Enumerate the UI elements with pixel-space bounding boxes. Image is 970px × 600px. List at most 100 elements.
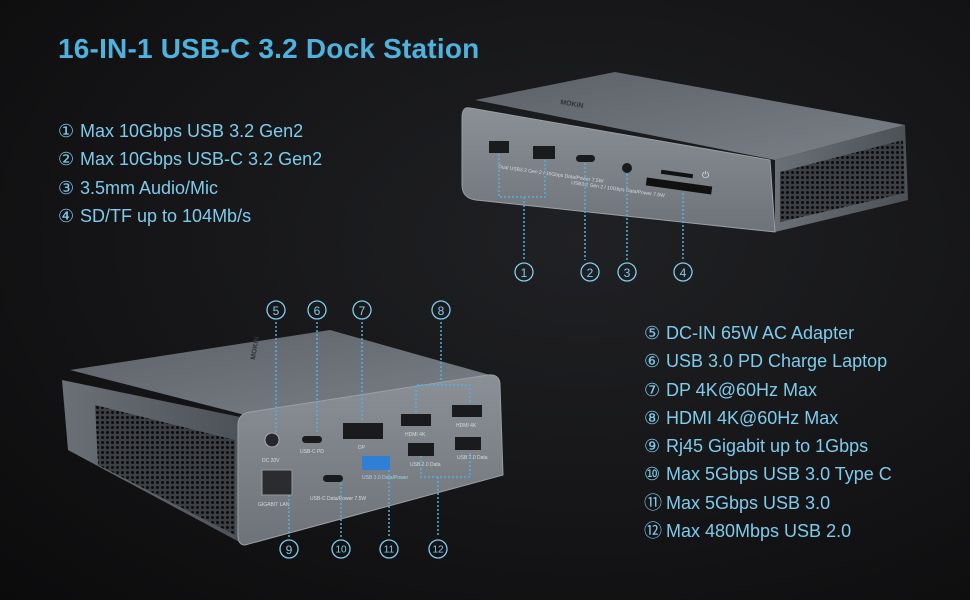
feature-number: ② (58, 149, 75, 170)
usb-c-pd-port (302, 436, 322, 443)
rj45-lan-port (261, 469, 293, 496)
usb-3-port (362, 456, 390, 470)
dc-label: DC 20V (262, 458, 280, 464)
svg-text:6: 6 (314, 304, 321, 318)
brand-logo: MOKiN (560, 99, 584, 110)
usb-c-port (576, 155, 595, 162)
device-top-surface (70, 330, 490, 415)
callout-3: 3 (617, 262, 637, 282)
callout-10: 10 (331, 539, 351, 559)
feature-text: 3.5mm Audio/Mic (80, 177, 219, 198)
usb-2-port-2 (455, 437, 481, 450)
usb-2-port-1 (408, 443, 434, 456)
callout-1: ①1 (514, 262, 534, 282)
dp-label: DP (358, 445, 366, 451)
svg-text:7: 7 (359, 304, 366, 318)
dock-front-view: MOKiN ⏻ Dual USB3.2 Gen 2 / 10Gbps Data/… (461, 72, 908, 282)
svg-text:9: 9 (286, 543, 293, 557)
usb2-label-1: USB 2.0 Data (410, 462, 441, 468)
usb-c-data-port (323, 475, 343, 482)
callout-6: 6 (307, 300, 327, 320)
callout-5: 5 (266, 300, 286, 320)
feature-number: ⑦ (644, 379, 661, 400)
svg-text:5: 5 (273, 304, 280, 318)
svg-text:1: 1 (521, 266, 528, 280)
vent-grille (95, 405, 235, 535)
page-title: 16-IN-1 USB-C 3.2 Dock Station (58, 33, 480, 64)
feature-number: ④ (58, 205, 75, 226)
feature-text: Max 5Gbps USB 3.0 Type C (666, 464, 892, 485)
hdmi-label-1: HDMI 4K (405, 432, 426, 438)
callout-9: 9 (279, 539, 299, 559)
feature-text: Rj45 Gigabit up to 1Gbps (666, 436, 869, 457)
audio-jack (622, 163, 632, 173)
callout-4: 4 (673, 262, 693, 282)
power-icon: ⏻ (702, 170, 709, 180)
dock-back-view: MOKiN DC 20V USB-C PD DP HDMI 4K HDMI 4K… (62, 300, 504, 559)
feature-number: ① (58, 121, 75, 141)
svg-text:11: 11 (384, 545, 395, 556)
svg-text:3: 3 (624, 266, 631, 280)
feature-text: Max 480Mbps USB 2.0 (666, 521, 852, 542)
feature-number: ⑤ (644, 323, 661, 343)
usbc-pd-label: USB-C PD (300, 449, 324, 455)
feature-number: ⑫ (644, 521, 662, 542)
displayport (343, 423, 383, 439)
feature-text: Max 5Gbps USB 3.0 (666, 492, 831, 513)
hdmi-label-2: HDMI 4K (456, 423, 477, 429)
feature-text: USB 3.0 PD Charge Laptop (666, 351, 888, 372)
callout-lines (498, 154, 684, 260)
vent-grille (780, 140, 905, 222)
device-top-surface (475, 72, 905, 160)
brand-logo: MOKiN (250, 336, 261, 360)
feature-text: Max 10Gbps USB 3.2 Gen2 (80, 121, 304, 141)
lan-label: GIGABIT LAN (258, 502, 290, 508)
device-front-panel (461, 107, 776, 233)
svg-text:10: 10 (335, 545, 347, 556)
usb-a-port (533, 146, 555, 159)
feature-text: DC-IN 65W AC Adapter (666, 323, 855, 343)
hdmi-port-1 (401, 414, 431, 426)
usb2-label-2: USB 2.0 Data (457, 455, 488, 461)
dc-in-port (264, 432, 280, 448)
svg-text:4: 4 (680, 266, 687, 280)
svg-text:8: 8 (438, 304, 445, 318)
feature-number: ⑨ (644, 436, 661, 457)
callout-7: 7 (352, 300, 372, 320)
feature-text: SD/TF up to 104Mb/s (80, 205, 252, 226)
svg-text:12: 12 (432, 545, 444, 556)
feature-text: HDMI 4K@60Hz Max (666, 407, 839, 428)
usbc-data-label: USB-C Data/Power 7.5W (310, 496, 366, 502)
sd-card-slot (645, 177, 713, 195)
feature-number: ③ (58, 177, 75, 198)
feature-number: ⑩ (644, 464, 661, 485)
feature-text: Max 10Gbps USB-C 3.2 Gen2 (80, 149, 323, 170)
feature-text: DP 4K@60Hz Max (666, 379, 817, 400)
usb3-label: USB 3.0 Data/Power (362, 475, 408, 481)
usb-a-port (489, 141, 509, 153)
feature-number: ⑥ (644, 351, 661, 372)
hdmi-port-2 (452, 405, 482, 417)
tf-card-slot (660, 169, 694, 179)
callout-12: 12 (428, 539, 448, 559)
callout-2: 2 (580, 262, 600, 282)
feature-number: ⑧ (644, 407, 661, 428)
feature-number: ⑪ (644, 492, 662, 513)
callout-8: 8 (431, 300, 451, 320)
callout-lines (275, 322, 471, 537)
svg-text:2: 2 (587, 266, 594, 280)
callout-11: 11 (379, 539, 399, 559)
